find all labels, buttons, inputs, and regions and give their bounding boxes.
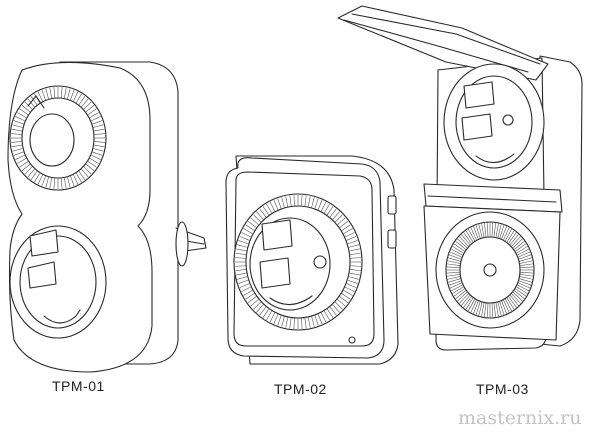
label-tpm02: TPM-02	[274, 381, 327, 397]
label-tpm03: TPM-03	[476, 381, 529, 397]
label-tpm01: TPM-01	[52, 378, 105, 394]
square-timer-socket-icon	[225, 155, 399, 365]
plug-in-timer-socket-icon	[7, 61, 207, 373]
watermark: masternix.ru	[458, 407, 582, 429]
outdoor-timer-socket-icon	[337, 5, 583, 351]
